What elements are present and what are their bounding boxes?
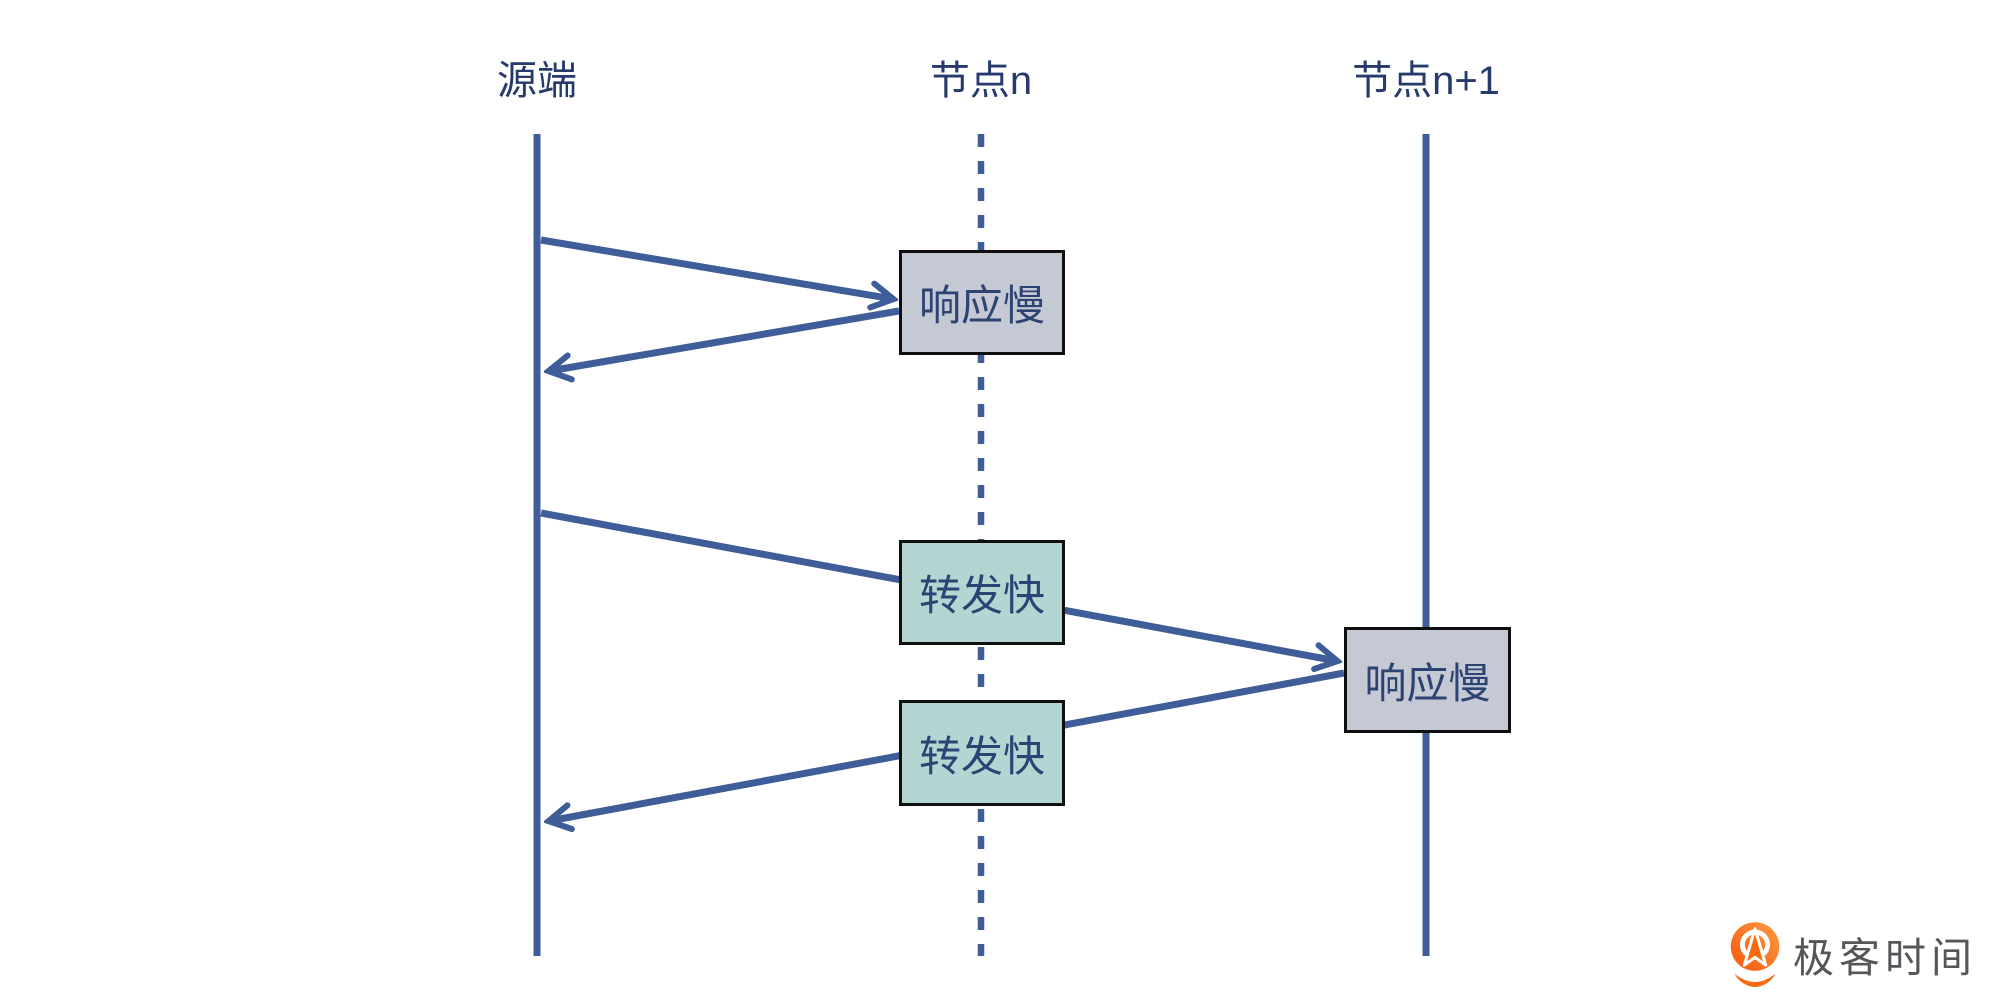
lane-label-source: 源端 <box>497 59 577 103</box>
lane-label-node-n: 节点n <box>929 59 1033 103</box>
arrow-response-to-source <box>549 307 900 371</box>
box-fast-forward-1: 转发快 <box>899 540 1065 645</box>
lane-label-node-n-plus-1: 节点n+1 <box>1352 59 1500 103</box>
geektime-logo-icon <box>1730 922 1780 988</box>
box-fast-forward-2: 转发快 <box>899 700 1065 806</box>
geektime-logo: 极客时间 <box>1727 916 1977 992</box>
geektime-logo-text: 极客时间 <box>1793 935 1977 981</box>
arrow-request-to-node-n <box>540 236 893 299</box>
box-slow-response-node-n-plus-1: 响应慢 <box>1344 627 1511 733</box>
box-slow-response-node-n: 响应慢 <box>899 250 1065 355</box>
